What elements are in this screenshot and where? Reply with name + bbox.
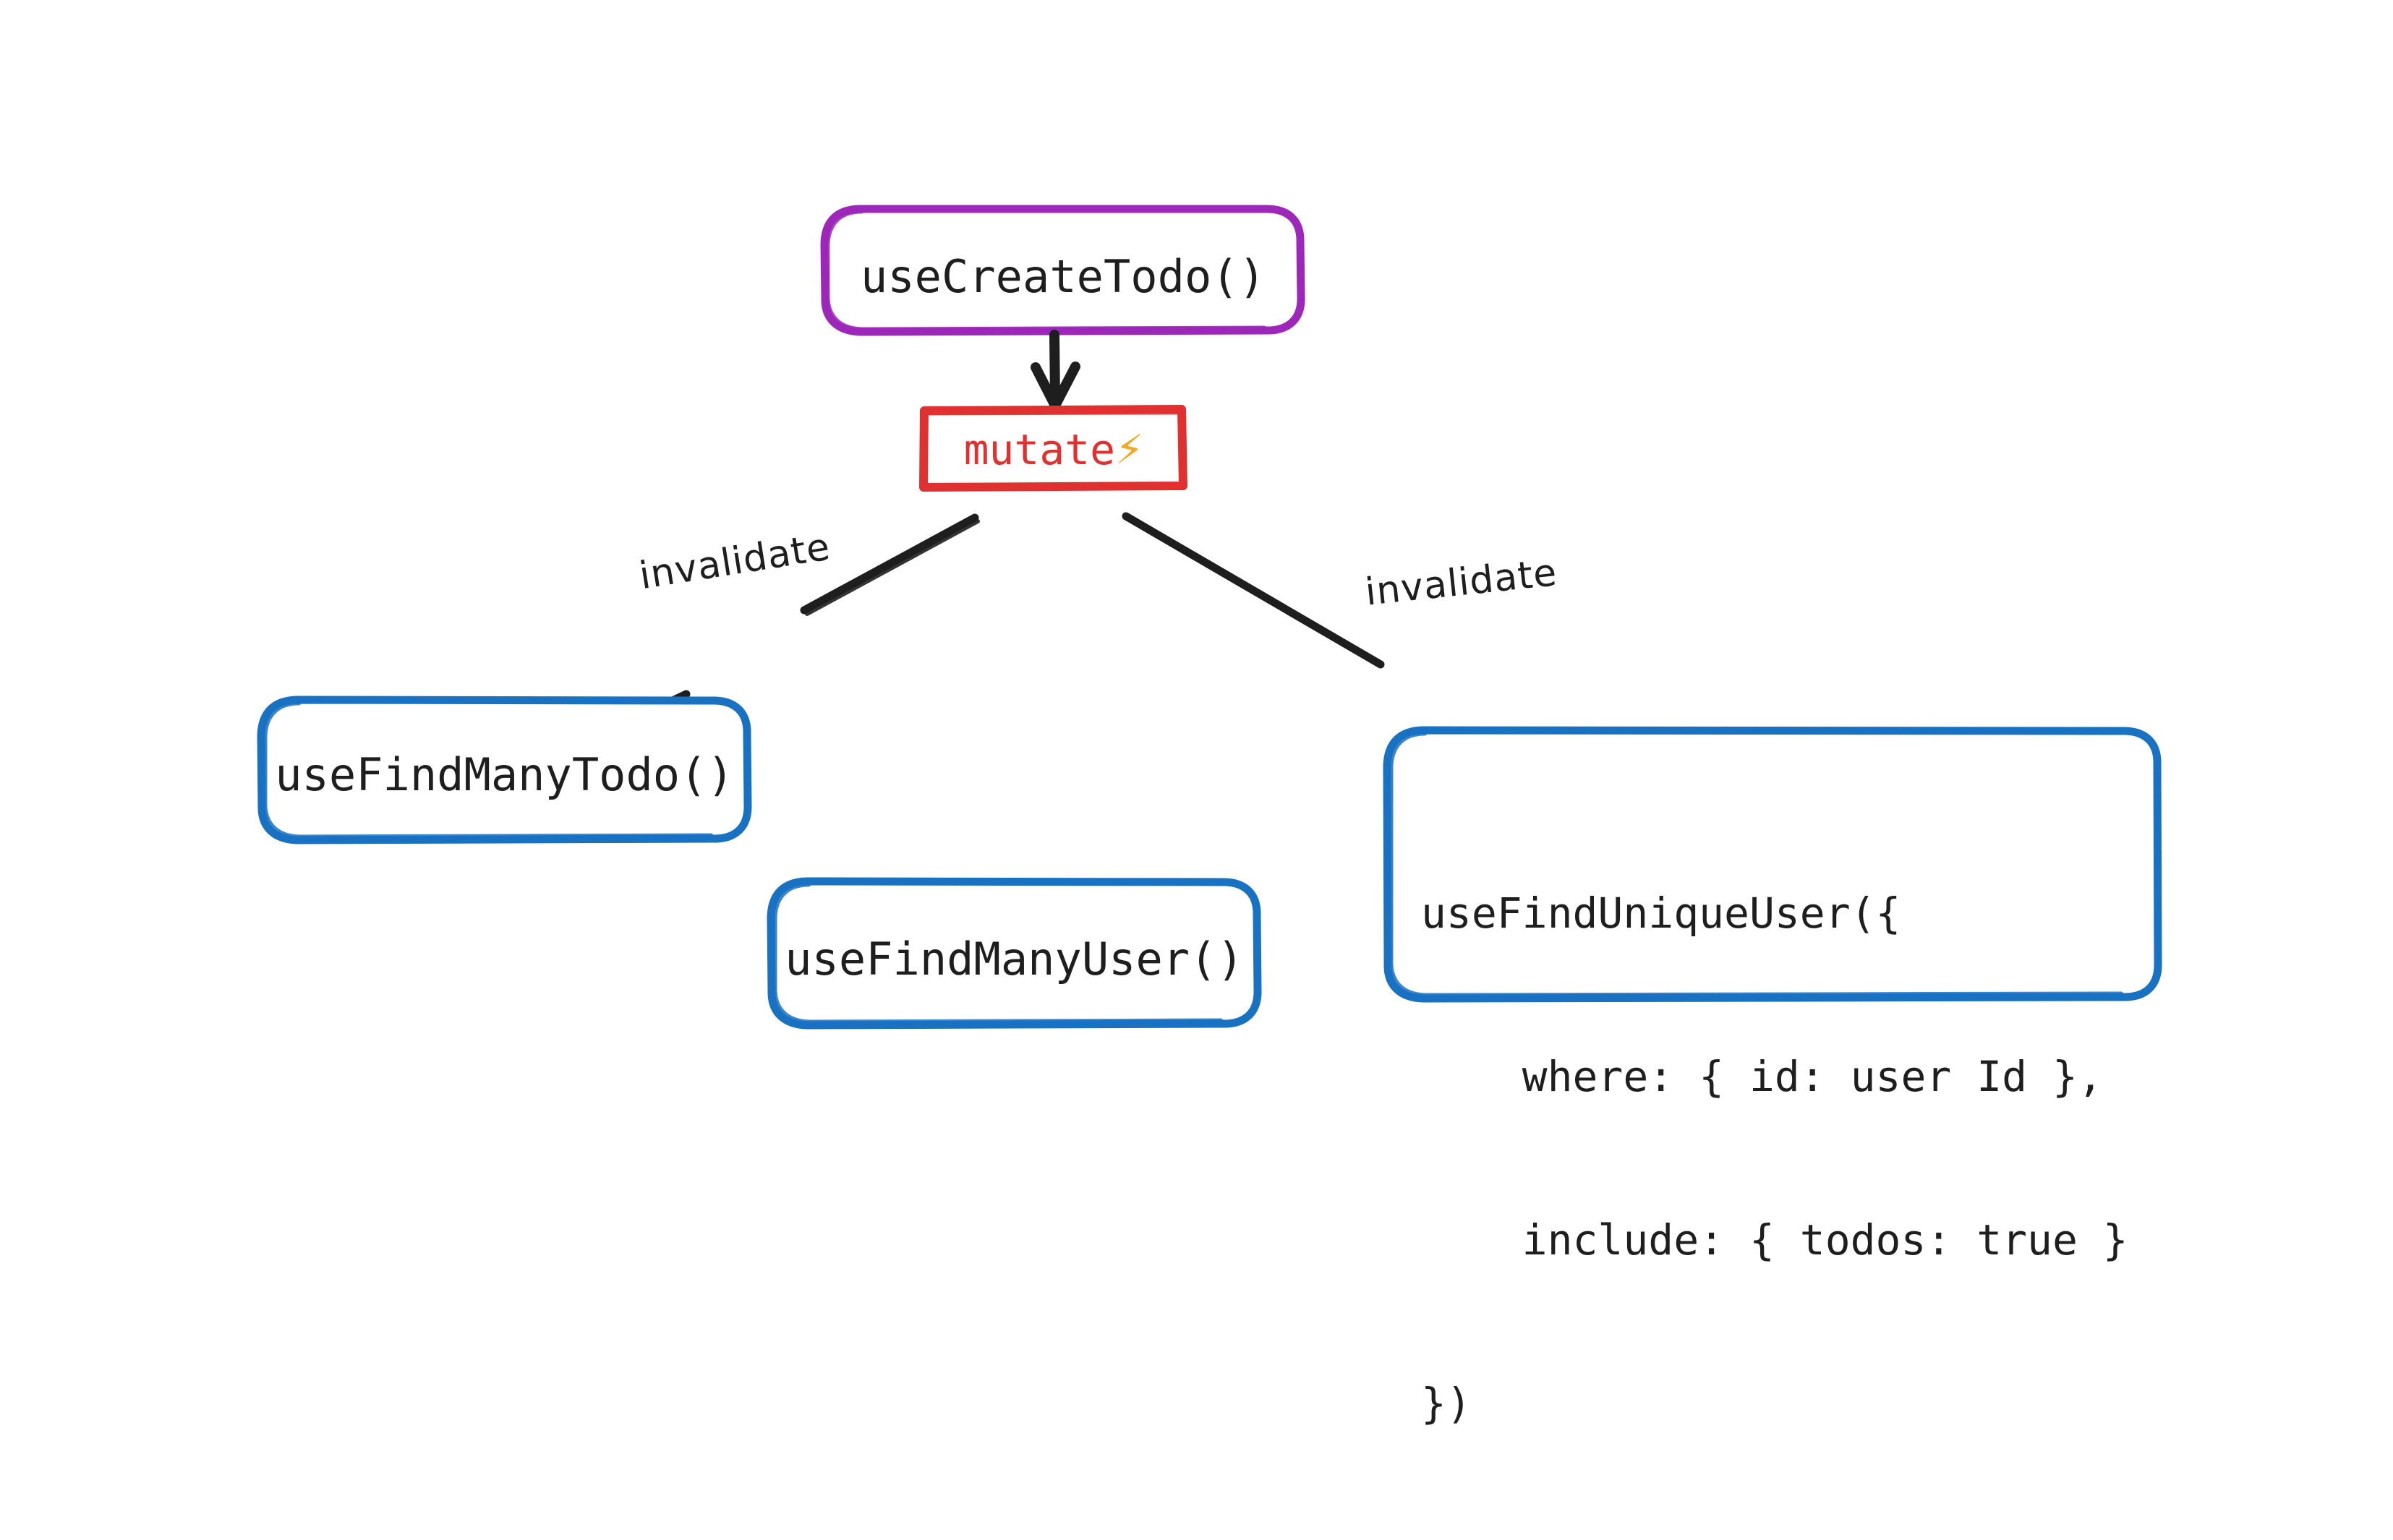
node-use-find-many-user-shape[interactable] bbox=[767, 877, 1262, 1030]
diagram-shapes-layer bbox=[257, 205, 2162, 1030]
node-mutate-shape[interactable] bbox=[919, 405, 1187, 492]
node-use-find-many-user-label: useFindManyUser() bbox=[785, 933, 1244, 985]
node-use-find-many-todo-shape[interactable] bbox=[257, 696, 752, 844]
node-use-find-unique-user-code: useFindUniqueUser({ where: { id: user Id… bbox=[1421, 777, 2144, 1540]
node-mutate-content[interactable]: mutate ⚡ bbox=[924, 423, 1183, 477]
node-use-find-many-todo-label: useFindManyTodo() bbox=[275, 748, 734, 801]
code-line: where: { id: user Id }, bbox=[1421, 1051, 2103, 1101]
node-use-create-todo-label: useCreateTodo() bbox=[861, 250, 1266, 303]
lightning-bolt-icon: ⚡ bbox=[1115, 427, 1144, 474]
code-line: useFindUniqueUser({ bbox=[1421, 888, 1901, 938]
edge-create-to-mutate bbox=[1031, 330, 1080, 411]
diagram-canvas: useCreateTodo() mutate ⚡ invalidate inva… bbox=[257, 205, 2162, 1429]
code-line: include: { todos: true } bbox=[1421, 1215, 2128, 1265]
node-mutate-label: mutate bbox=[963, 425, 1116, 474]
node-use-create-todo-shape[interactable] bbox=[820, 205, 1305, 336]
code-line: }) bbox=[1421, 1379, 1472, 1429]
node-use-find-unique-user-shape[interactable] bbox=[1383, 726, 2162, 1003]
